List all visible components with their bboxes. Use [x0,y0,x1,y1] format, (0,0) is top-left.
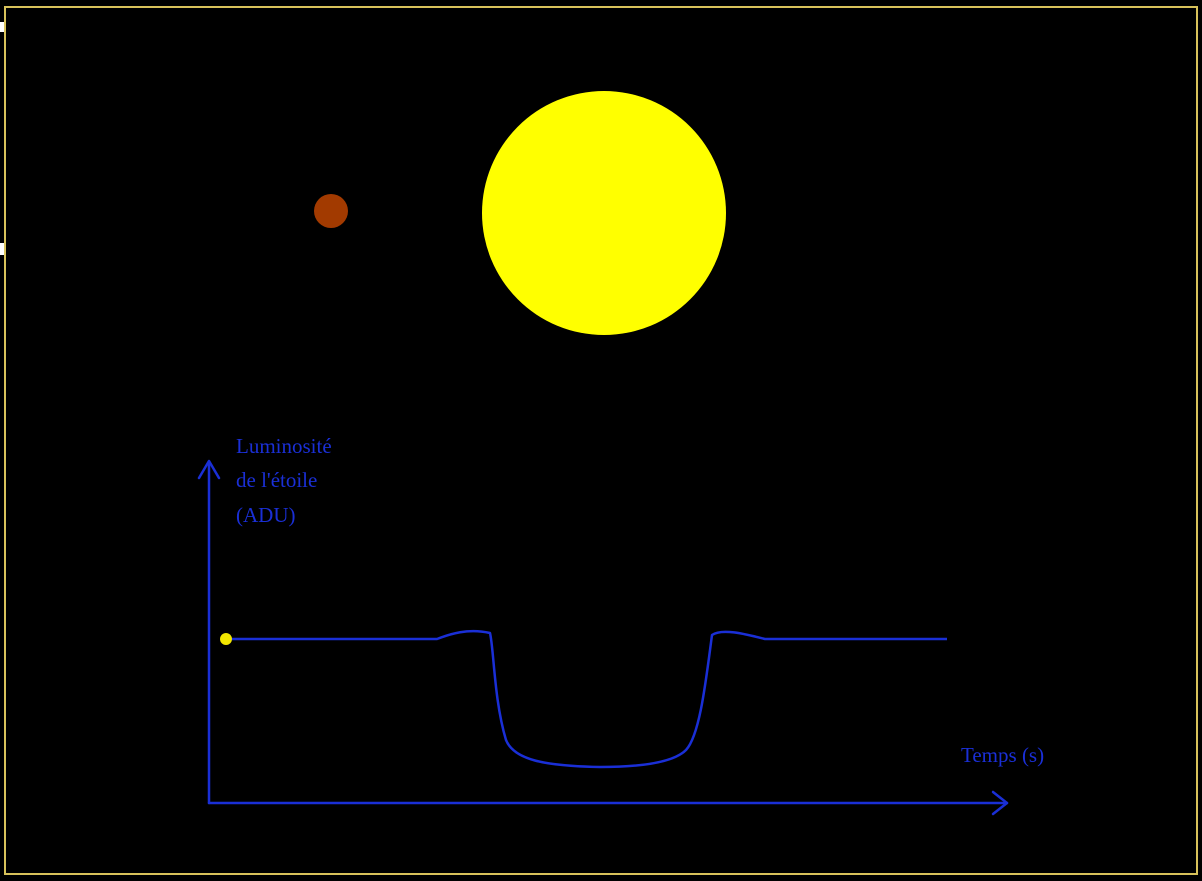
left-edge-mark-top [0,22,5,32]
y-axis-label-line-3: (ADU) [236,503,295,527]
curve-start-marker [220,633,232,645]
frame-border [4,6,1198,875]
y-axis-label-line-1: Luminosité [236,434,332,458]
light-curve [225,629,947,769]
planet [314,194,348,228]
y-axis [197,459,221,805]
y-axis-label-line-2: de l'étoile [236,468,317,492]
x-axis [207,790,1009,816]
left-edge-mark-bottom [0,243,5,255]
star [482,91,726,335]
x-axis-label: Temps (s) [961,743,1044,767]
